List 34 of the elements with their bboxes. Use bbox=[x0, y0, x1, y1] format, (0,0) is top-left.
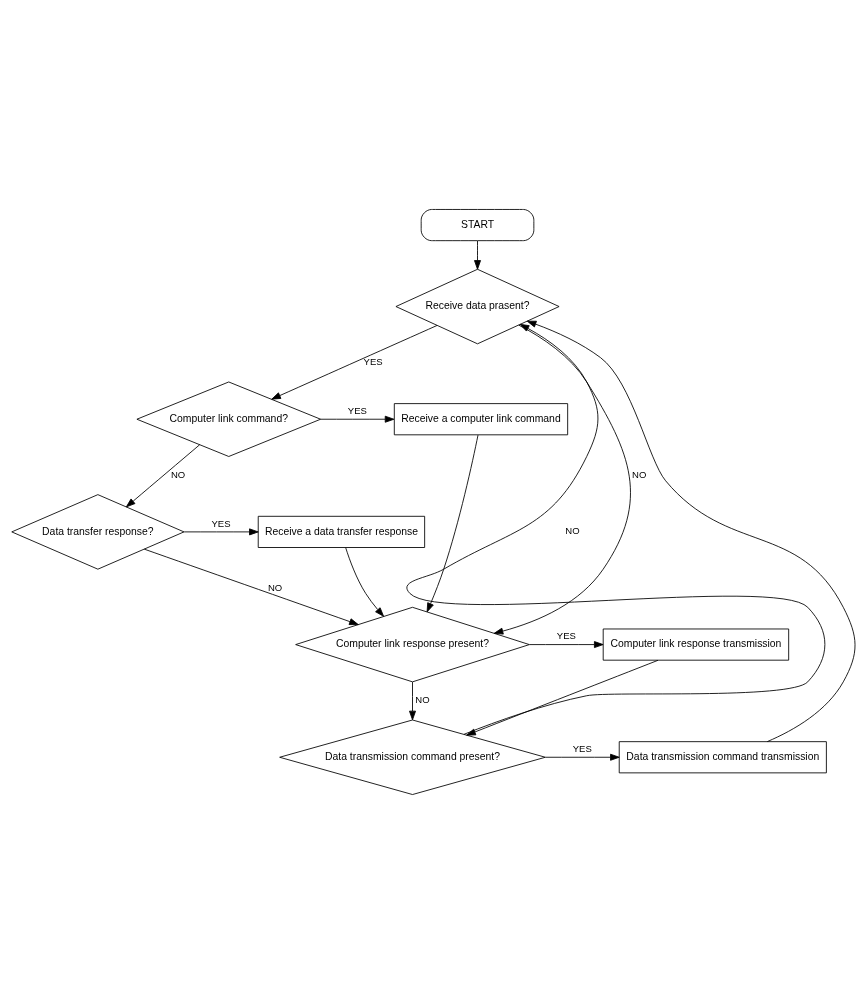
arrow bbox=[526, 320, 856, 743]
node-diamond: Data transfer response? bbox=[11, 494, 185, 570]
edge-label: NO bbox=[632, 468, 647, 480]
arrow bbox=[409, 681, 416, 721]
arrow bbox=[345, 547, 384, 617]
arrow bbox=[406, 323, 826, 735]
node-box: Computer link response transmission bbox=[602, 628, 790, 661]
arrow bbox=[545, 753, 620, 761]
arrow bbox=[125, 444, 201, 508]
arrow bbox=[426, 434, 479, 613]
arrow bbox=[271, 325, 438, 400]
edge-label: NO bbox=[565, 525, 580, 537]
arrow bbox=[183, 528, 259, 536]
arrow bbox=[143, 548, 359, 625]
edge-label: NO bbox=[415, 694, 430, 706]
node-diamond: Data transmission command present? bbox=[279, 719, 546, 795]
node-box: Receive a computer link command bbox=[393, 403, 569, 436]
edge-label: NO bbox=[267, 581, 283, 593]
arrow bbox=[466, 659, 659, 736]
arrow bbox=[474, 240, 481, 270]
node-box: START bbox=[420, 209, 535, 242]
edge-label: YES bbox=[556, 630, 576, 642]
edge-label: NO bbox=[170, 468, 186, 480]
node-diamond: Computer link command? bbox=[136, 381, 322, 457]
node-diamond: Receive data prasent? bbox=[395, 268, 560, 345]
arrow bbox=[320, 415, 395, 423]
edge-label: YES bbox=[363, 356, 383, 368]
edge-label: YES bbox=[347, 404, 367, 416]
edge-label: YES bbox=[211, 517, 231, 529]
arrow bbox=[493, 324, 631, 635]
arrow bbox=[529, 641, 604, 649]
node-box: Data transmission command transmission bbox=[618, 741, 827, 774]
node-box: Receive a data transfer response bbox=[257, 515, 426, 548]
edge-label: YES bbox=[572, 742, 592, 754]
